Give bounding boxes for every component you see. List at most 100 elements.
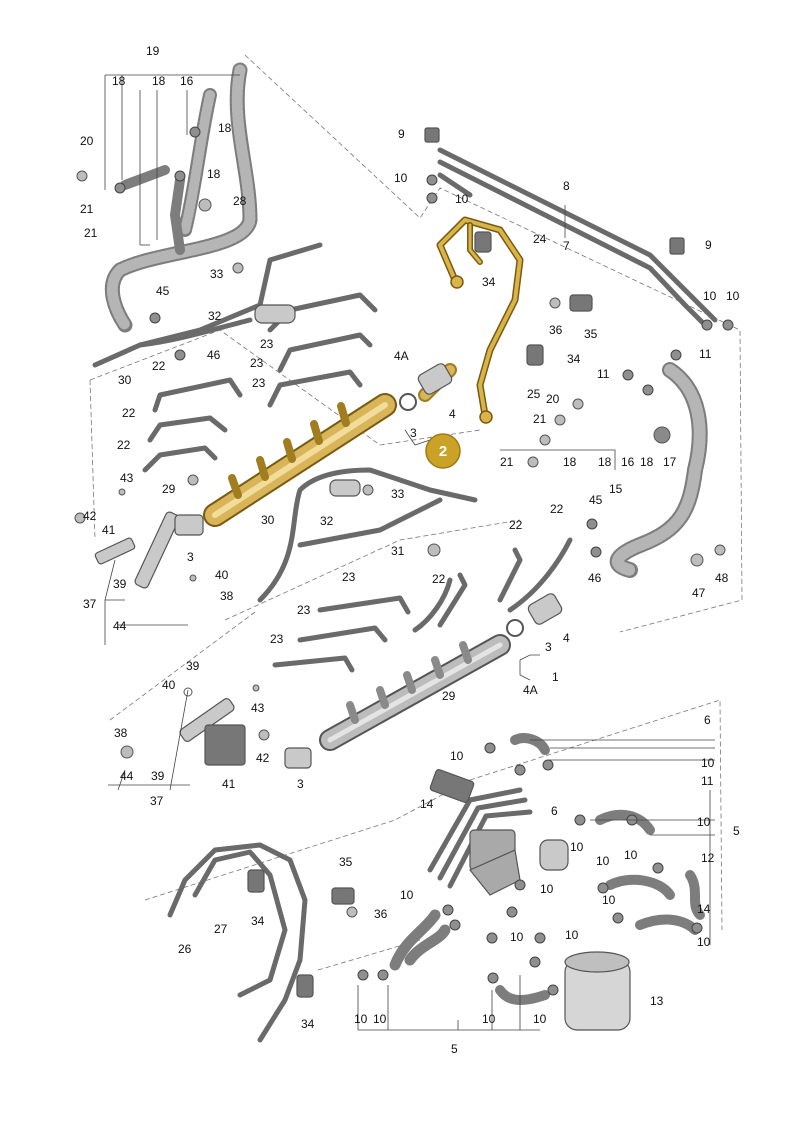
label-part-9: 9: [705, 238, 712, 252]
label-part-35: 35: [584, 327, 598, 341]
label-part-11: 11: [701, 774, 714, 788]
label-part-42: 42: [256, 751, 270, 765]
label-part-5: 5: [733, 824, 740, 838]
connector-9: [424, 127, 440, 143]
label-part-23: 23: [270, 632, 284, 646]
hoses: [104, 62, 708, 1005]
label-part-19: 19: [146, 44, 160, 58]
label-part-35: 35: [339, 855, 353, 869]
label-part-4A: 4A: [523, 683, 538, 697]
label-part-34: 34: [482, 275, 496, 289]
label-part-29: 29: [442, 689, 456, 703]
label-part-37: 37: [150, 794, 164, 808]
label-part-22: 22: [550, 502, 564, 516]
label-part-18: 18: [598, 455, 612, 469]
label-part-32: 32: [320, 514, 334, 528]
label-part-36: 36: [549, 323, 563, 337]
label-part-38: 38: [220, 589, 234, 603]
label-part-22: 22: [432, 572, 446, 586]
pipe-8: [437, 147, 718, 323]
label-part-30: 30: [261, 513, 275, 527]
highlight-badge: 2: [425, 433, 461, 469]
label-part-10: 10: [533, 1012, 547, 1026]
label-part-1: 1: [552, 670, 559, 684]
clamps-10: [114, 126, 734, 996]
label-part-22: 22: [152, 359, 166, 373]
bracket-34: [474, 231, 492, 253]
label-part-32: 32: [208, 309, 222, 323]
label-part-23: 23: [342, 570, 356, 584]
label-part-34: 34: [251, 914, 265, 928]
label-part-10: 10: [373, 1012, 387, 1026]
label-part-44: 44: [120, 769, 134, 783]
label-part-4: 4: [563, 631, 570, 645]
label-part-10: 10: [455, 192, 469, 206]
label-part-18: 18: [207, 167, 221, 181]
label-part-10: 10: [394, 171, 408, 185]
label-part-23: 23: [260, 337, 274, 351]
label-part-16: 16: [621, 455, 635, 469]
label-part-4: 4: [449, 407, 456, 421]
label-part-6: 6: [704, 713, 711, 727]
label-part-20: 20: [546, 392, 560, 406]
label-part-18: 18: [640, 455, 654, 469]
label-part-44: 44: [113, 619, 127, 633]
pump-6: [539, 839, 569, 871]
label-part-46: 46: [207, 348, 221, 362]
label-part-45: 45: [589, 493, 603, 507]
label-part-22: 22: [117, 438, 131, 452]
label-part-10: 10: [703, 289, 717, 303]
label-part-42: 42: [83, 509, 97, 523]
bolts: [74, 170, 726, 918]
pipe-22-set-b: [497, 547, 523, 603]
valve-32: [254, 304, 296, 324]
label-part-10: 10: [697, 815, 711, 829]
pipe-fuel-bundle: [427, 787, 523, 873]
label-part-33: 33: [210, 267, 224, 281]
label-part-18: 18: [563, 455, 577, 469]
label-part-21: 21: [80, 202, 94, 216]
label-part-4A: 4A: [394, 349, 409, 363]
label-part-13: 13: [650, 994, 664, 1008]
label-part-39: 39: [113, 577, 127, 591]
label-part-45: 45: [156, 284, 170, 298]
label-part-11: 11: [597, 367, 610, 381]
label-part-10: 10: [354, 1012, 368, 1026]
label-part-10: 10: [400, 888, 414, 902]
label-part-26: 26: [178, 942, 192, 956]
label-part-46: 46: [588, 571, 602, 585]
label-part-15: 15: [609, 482, 623, 496]
label-part-21: 21: [500, 455, 514, 469]
label-part-39: 39: [151, 769, 165, 783]
lower-fuel-rail: [319, 634, 511, 751]
label-part-10: 10: [697, 935, 711, 949]
label-part-41: 41: [102, 523, 116, 537]
label-part-18: 18: [152, 74, 166, 88]
label-part-41: 41: [222, 777, 236, 791]
clamp-41-top: [94, 537, 136, 565]
label-part-10: 10: [570, 840, 584, 854]
label-part-10: 10: [602, 893, 616, 907]
leader-lines: [104, 74, 715, 1031]
hose-14-a: [595, 809, 655, 835]
label-part-29: 29: [162, 482, 176, 496]
pipe-30-top: [92, 242, 323, 368]
pipe-30-mid: [257, 467, 478, 603]
label-part-37: 37: [83, 597, 97, 611]
label-part-30: 30: [118, 373, 132, 387]
label-part-10: 10: [540, 882, 554, 896]
label-part-14: 14: [420, 797, 434, 811]
label-part-23: 23: [297, 603, 311, 617]
label-part-8: 8: [563, 179, 570, 193]
label-part-43: 43: [251, 701, 265, 715]
label-part-10: 10: [450, 749, 464, 763]
components: [94, 127, 685, 1031]
label-part-34: 34: [301, 1017, 315, 1031]
label-part-40: 40: [162, 678, 176, 692]
label-part-43: 43: [120, 471, 134, 485]
label-part-36: 36: [374, 907, 388, 921]
bracket-14: [429, 769, 475, 803]
label-part-3: 3: [410, 426, 417, 440]
